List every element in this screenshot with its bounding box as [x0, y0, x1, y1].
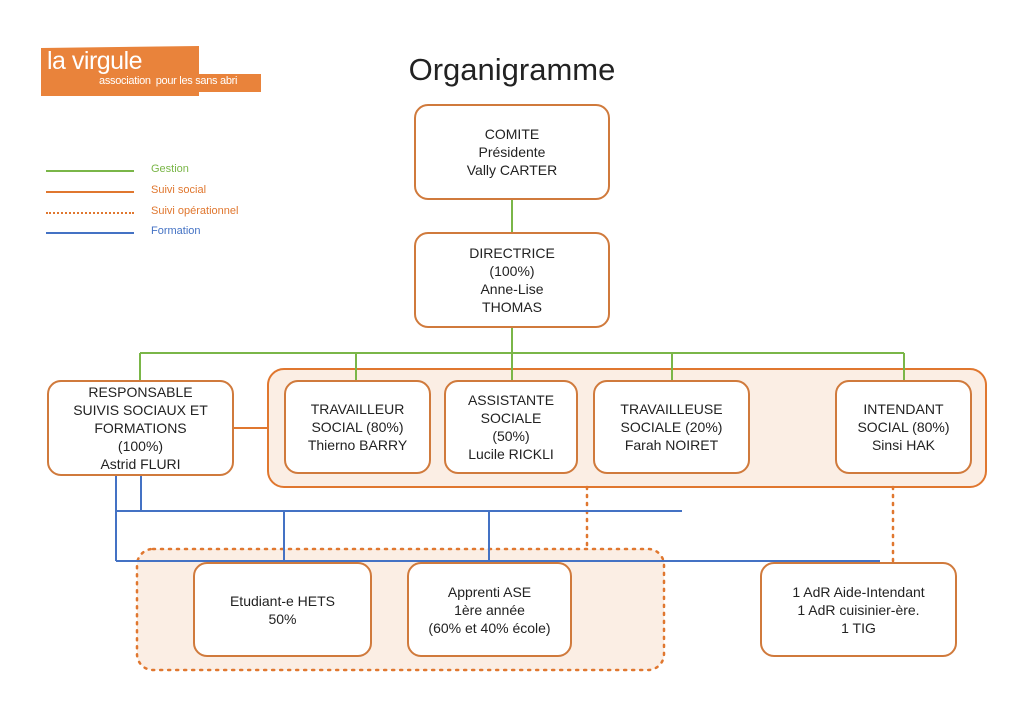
- legend-item-suivi-operationnel: Suivi opérationnel: [46, 205, 266, 221]
- node-directrice: DIRECTRICE (100%) Anne-Lise THOMAS: [414, 232, 610, 328]
- node-adr: 1 AdR Aide-Intendant 1 AdR cuisinier-ère…: [760, 562, 957, 657]
- logo-name: la virgule: [47, 47, 143, 75]
- legend-label-suivi-operationnel: Suivi opérationnel: [151, 205, 239, 217]
- node-travailleuse: TRAVAILLEUSE SOCIALE (20%) Farah NOIRET: [593, 380, 750, 474]
- legend-label-suivi-social: Suivi social: [151, 184, 207, 196]
- legend-swatch-formation: [46, 232, 134, 234]
- legend-label-gestion: Gestion: [151, 163, 189, 175]
- page-title: Organigramme: [408, 52, 616, 87]
- node-intendant: INTENDANT SOCIAL (80%) Sinsi HAK: [835, 380, 972, 474]
- legend-item-suivi-social: Suivi social: [46, 184, 266, 200]
- legend-swatch-suivi-operationnel: [46, 212, 134, 214]
- node-assistante: ASSISTANTE SOCIALE (50%) Lucile RICKLI: [444, 380, 578, 474]
- legend-item-gestion: Gestion: [46, 163, 266, 179]
- node-etudiant: Etudiant-e HETS 50%: [193, 562, 372, 657]
- node-responsable: RESPONSABLE SUIVIS SOCIAUX ET FORMATIONS…: [47, 380, 234, 476]
- legend-item-formation: Formation: [46, 225, 266, 241]
- legend-swatch-suivi-social: [46, 191, 134, 193]
- legend-swatch-gestion: [46, 170, 134, 172]
- legend-label-formation: Formation: [151, 225, 201, 237]
- node-travailleur: TRAVAILLEUR SOCIAL (80%) Thierno BARRY: [284, 380, 431, 474]
- node-comite: COMITE Présidente Vally CARTER: [414, 104, 610, 200]
- node-apprenti: Apprenti ASE 1ère année (60% et 40% écol…: [407, 562, 572, 657]
